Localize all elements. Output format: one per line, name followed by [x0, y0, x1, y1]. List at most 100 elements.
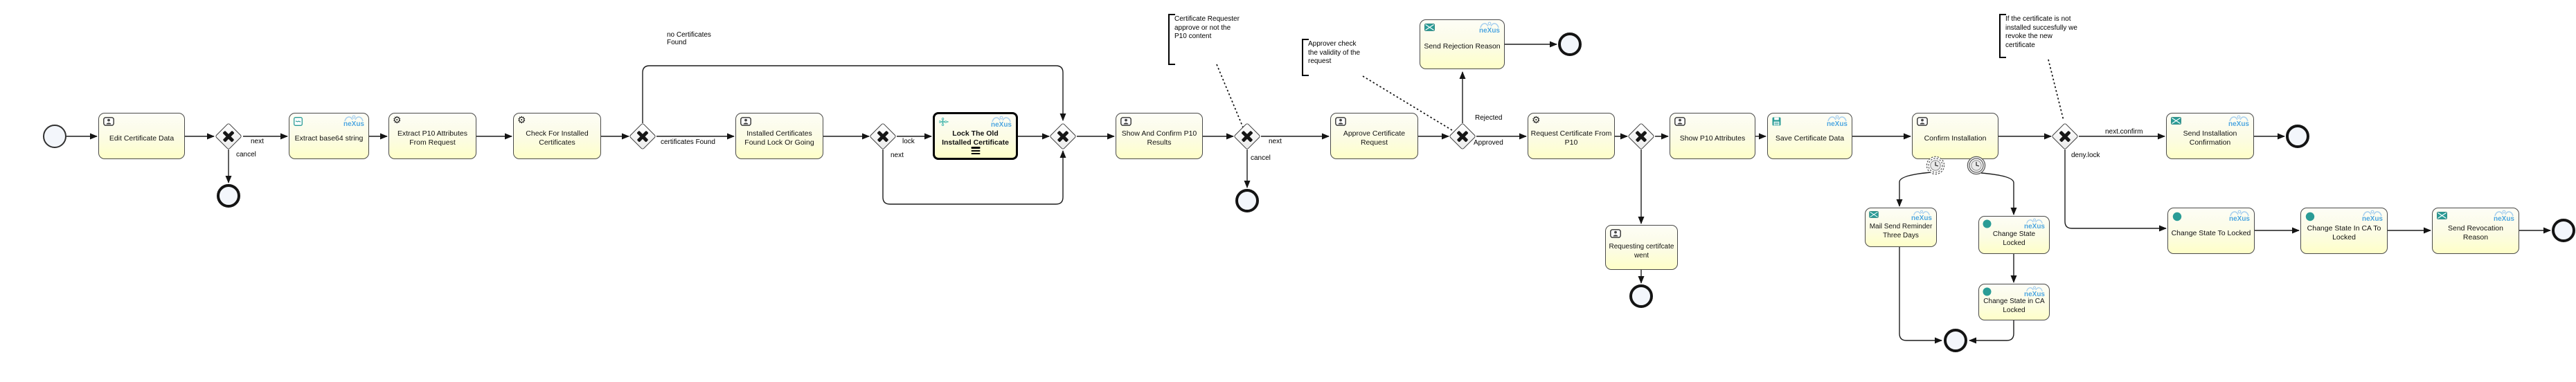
annotation-text: Approver check the validity of the reque…: [1308, 40, 1361, 65]
task-check-installed-certificates[interactable]: ⚙ Check For Installed Certificates: [513, 113, 601, 159]
nexus-logo: neXus: [1910, 210, 1933, 222]
nexus-wings-icon: [2230, 210, 2249, 217]
annotation-revoke-certificate: If the certificate is not installed succ…: [1999, 14, 2078, 58]
task-label: Change State Locked: [1992, 230, 2036, 247]
nexus-wings-icon: [992, 116, 1011, 122]
task-label: Save Certificate Data: [1775, 134, 1845, 143]
task-label: Mail Send Reminder Three Days: [1869, 222, 1933, 239]
nexus-logo: neXus: [2227, 115, 2251, 128]
nexus-wings-icon: [2026, 286, 2043, 292]
task-change-state-locked[interactable]: neXus Change State Locked: [1978, 216, 2050, 254]
flow-label-next: next: [1269, 138, 1282, 145]
end-event-rejected[interactable]: [1558, 33, 1582, 56]
flow-no-certificates-arc: [642, 65, 1066, 123]
flow-denylock: [2064, 149, 2167, 232]
service-gear-icon: ⚙: [1532, 114, 1541, 125]
task-label: Send Revocation Reason: [2448, 224, 2503, 242]
flow-label-next: next: [891, 152, 904, 159]
task-mail-send-reminder[interactable]: neXus Mail Send Reminder Three Days: [1865, 208, 1937, 247]
task-send-installation-confirmation[interactable]: neXus Send Installation Confirmation: [2166, 113, 2254, 159]
nexus-logo: neXus: [990, 116, 1013, 129]
task-save-certificate-data[interactable]: neXus Save Certificate Data: [1767, 113, 1852, 159]
flow-label-rejected: Rejected: [1475, 114, 1503, 122]
flow-label-cancel: cancel: [1251, 154, 1271, 162]
timer-boundary-interrupting[interactable]: [1967, 156, 1986, 175]
timer-icon: [1967, 156, 1986, 175]
user-task-icon: [740, 117, 751, 126]
service-gear-icon: ⚙: [393, 114, 402, 125]
state-dot-icon: [1983, 287, 1992, 296]
task-label: Change State To Locked: [2171, 228, 2251, 237]
state-dot-icon: [1983, 219, 1992, 228]
task-label: Extract P10 Attributes From Request: [397, 129, 467, 147]
timer-icon: [1926, 156, 1945, 175]
task-request-certificate-from-p10[interactable]: ⚙ Request Certificate From P10: [1528, 113, 1615, 159]
flow-next-loop: [882, 149, 1066, 205]
task-label: Edit Certificate Data: [109, 134, 175, 143]
task-change-state-in-ca-to-locked[interactable]: neXus Change State In CA To Locked: [2300, 208, 2388, 254]
task-send-revocation-reason[interactable]: neXus Send Revocation Reason: [2432, 208, 2519, 254]
timer-boundary-noninterrupting[interactable]: [1926, 156, 1945, 175]
nexus-wings-icon: [2363, 210, 2382, 217]
annotation-approver-check: Approver check the validity of the reque…: [1302, 39, 1366, 76]
task-approve-certificate-request[interactable]: Approve Certificate Request: [1330, 113, 1418, 159]
flow-label-approved: Approved: [1474, 139, 1503, 147]
annotation-text: If the certificate is not installed succ…: [2005, 15, 2077, 49]
flow-timer1-to-mail: [1896, 172, 1932, 207]
state-dot-icon: [2172, 212, 2182, 221]
task-installed-certificates-found[interactable]: Installed Certificates Found Lock Or Goi…: [735, 113, 823, 159]
nexus-wings-icon: [1480, 21, 1499, 28]
task-change-state-to-locked[interactable]: neXus Change State To Locked: [2167, 208, 2255, 254]
service-gear-icon: ⚙: [517, 114, 526, 125]
task-show-p10-attributes[interactable]: Show P10 Attributes: [1670, 113, 1755, 159]
task-change-state-in-ca-locked[interactable]: neXus Change State in CA Locked: [1978, 284, 2050, 320]
flow-label-next: next: [251, 138, 264, 145]
call-activity-icon: [938, 118, 949, 126]
task-label: Change State In CA To Locked: [2307, 224, 2381, 242]
annotation-link-requester: [1216, 64, 1244, 128]
message-envelope-icon: [1869, 211, 1879, 218]
flow-ca-to-end: [1969, 320, 2014, 344]
end-event-request-failed[interactable]: [1629, 284, 1653, 308]
end-event-installed[interactable]: [2286, 125, 2309, 148]
start-event[interactable]: [43, 125, 66, 148]
task-requesting-certificate-went[interactable]: Requesting certifcate went: [1605, 225, 1678, 270]
task-label: Requesting certifcate went: [1609, 242, 1674, 260]
task-label: Lock The Old Installed Certificate: [942, 129, 1009, 147]
task-show-and-confirm-p10[interactable]: Show And Confirm P10 Results: [1116, 113, 1203, 159]
nexus-logo: neXus: [1478, 21, 1501, 35]
nexus-wings-icon: [1913, 210, 1930, 216]
message-envelope-icon: [1424, 24, 1435, 31]
task-label: Extract base64 string: [294, 134, 364, 143]
call-activity-lock-old-certificate[interactable]: neXus Lock The Old Installed Certificate: [933, 112, 1018, 160]
task-extract-base64[interactable]: neXus Extract base64 string: [289, 113, 369, 159]
task-label: Show And Confirm P10 Results: [1121, 129, 1197, 147]
task-label: Installed Certificates Found Lock Or Goi…: [744, 129, 814, 147]
multi-instance-marker: [971, 147, 980, 156]
flow-mail-to-end: [1899, 247, 1942, 344]
nexus-logo: neXus: [2361, 210, 2384, 223]
flow-label-no-certificates-found: no Certificates Found: [667, 31, 711, 46]
end-event-cancel-1[interactable]: [217, 184, 240, 208]
flow-label-certificates-found: certificates Found: [661, 138, 715, 146]
task-confirm-installation[interactable]: Confirm Installation: [1912, 113, 1998, 159]
nexus-wings-icon: [344, 115, 364, 122]
task-edit-certificate-data[interactable]: Edit Certificate Data: [98, 113, 185, 159]
task-label: Send Installation Confirmation: [2183, 129, 2237, 147]
script-task-icon: [294, 117, 303, 126]
end-event-reminder-lock[interactable]: [1944, 329, 1967, 352]
end-event-revoked[interactable]: [2552, 219, 2575, 242]
nexus-wings-icon: [2494, 210, 2514, 217]
nexus-wings-icon: [2026, 218, 2043, 224]
task-label: Send Rejection Reason: [1424, 42, 1501, 51]
end-event-cancel-2[interactable]: [1235, 189, 1259, 212]
nexus-logo: neXus: [2023, 286, 2046, 298]
task-send-rejection-reason[interactable]: neXus Send Rejection Reason: [1420, 19, 1505, 69]
state-dot-icon: [2305, 212, 2315, 221]
task-label: Change State in CA Locked: [1983, 297, 2045, 314]
task-extract-p10-attributes[interactable]: ⚙ Extract P10 Attributes From Request: [388, 113, 476, 159]
flow-label-next-confirm: next.confirm: [2105, 128, 2143, 136]
nexus-logo: neXus: [2023, 218, 2046, 230]
annotation-link-revoke: [2048, 59, 2064, 121]
